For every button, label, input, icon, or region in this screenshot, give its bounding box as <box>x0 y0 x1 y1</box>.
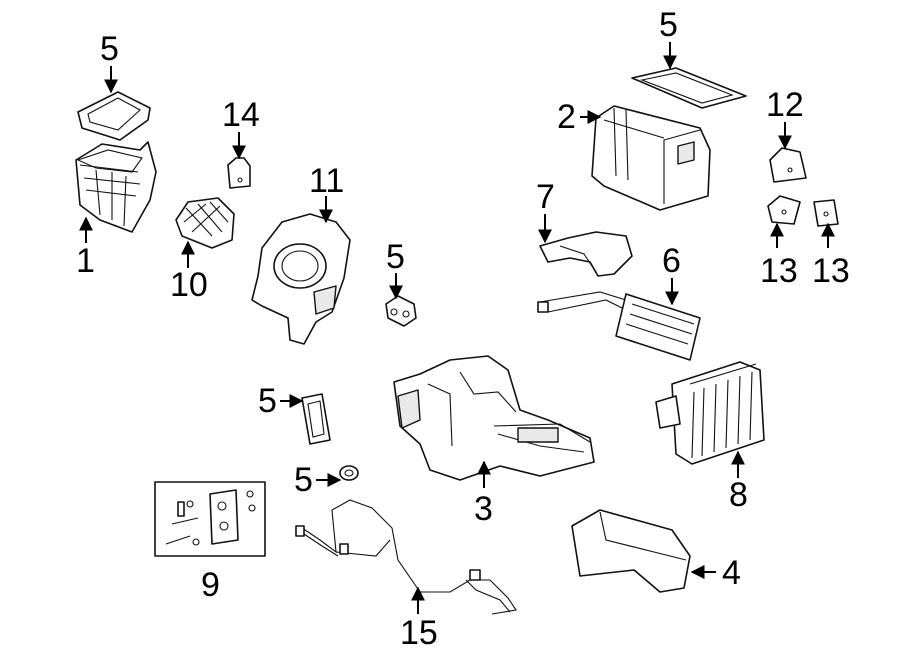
leader-lines <box>79 42 835 614</box>
blower-housing <box>75 141 157 233</box>
callout-8: 8 <box>729 476 748 514</box>
callout-12: 12 <box>766 86 804 124</box>
callout-4: 4 <box>722 554 741 592</box>
callout-6: 6 <box>662 242 681 280</box>
callout-15: 15 <box>400 614 438 652</box>
cover <box>571 509 691 593</box>
upper-case <box>591 105 711 211</box>
gasket-top-right <box>631 67 747 109</box>
grommet <box>339 465 359 481</box>
callout-5-top-right: 5 <box>659 6 678 44</box>
evaporator <box>655 361 765 465</box>
callout-9: 9 <box>201 566 220 604</box>
wire-harness <box>295 499 517 615</box>
callout-5-top-left: 5 <box>100 30 119 68</box>
gasket-top-left <box>77 91 151 141</box>
callout-13-right: 13 <box>812 252 850 290</box>
callout-10: 10 <box>170 266 208 304</box>
callout-5-grommet: 5 <box>294 461 313 499</box>
valve-kit <box>154 481 266 557</box>
callout-7: 7 <box>536 178 555 216</box>
callout-3: 3 <box>474 490 493 528</box>
callout-5-oval-seal: 5 <box>386 238 405 276</box>
sensor-right <box>813 199 839 227</box>
actuator <box>769 147 807 183</box>
callout-13-left: 13 <box>760 252 798 290</box>
seal-rect <box>301 393 331 445</box>
duct <box>539 231 633 277</box>
heater-core <box>537 291 701 361</box>
callout-11: 11 <box>309 162 344 200</box>
callout-1: 1 <box>76 242 95 280</box>
callout-14: 14 <box>222 96 260 134</box>
callout-2: 2 <box>557 98 576 136</box>
bracket-small <box>227 157 251 189</box>
callout-labels: 5 1 14 10 11 5 5 2 12 13 13 7 6 5 5 3 8 … <box>76 6 850 652</box>
seal-oval <box>385 295 417 327</box>
lower-case <box>393 355 595 481</box>
blower-wheel <box>175 197 235 249</box>
callout-5-rect-seal: 5 <box>258 382 277 420</box>
scroll-housing <box>251 213 351 345</box>
sensor-left <box>767 195 801 225</box>
